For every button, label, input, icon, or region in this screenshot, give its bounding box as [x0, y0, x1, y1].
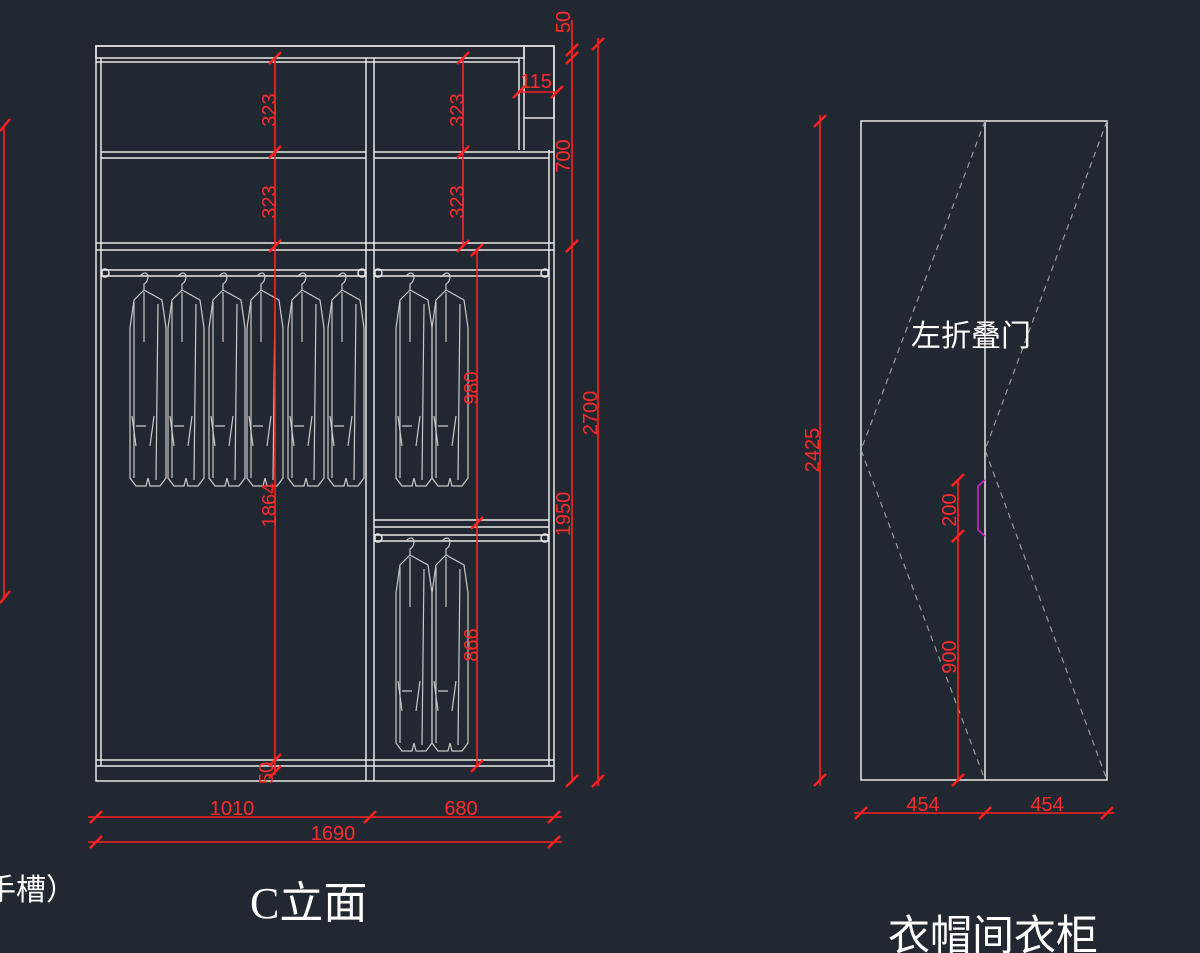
garment — [208, 272, 246, 487]
dim-866: 866 — [461, 628, 483, 661]
dim-700: 700 — [553, 139, 575, 172]
garment — [327, 272, 365, 487]
dim-980: 980 — [461, 371, 483, 404]
elevation-c-title: C立面 — [250, 879, 367, 928]
dim-200: 200 — [939, 493, 961, 526]
cabinet-title: 衣帽间衣柜 — [888, 914, 1098, 953]
dim-680: 680 — [444, 798, 477, 820]
dim-900: 900 — [939, 640, 961, 673]
garment — [395, 272, 433, 487]
dim-323-right-top: 323 — [447, 93, 469, 126]
dim-50-top: 50 — [553, 11, 575, 33]
dim-323-right-mid: 323 — [447, 185, 469, 218]
dim-1864: 1864 — [259, 483, 281, 528]
dim-454-left: 454 — [906, 794, 939, 816]
garment — [246, 272, 284, 487]
door-handle — [977, 479, 986, 537]
left-fragment-caption: 手槽） — [0, 874, 76, 907]
dim-323-left-top: 323 — [259, 93, 281, 126]
c-elevation-wardrobe — [95, 45, 555, 782]
garment — [395, 537, 433, 752]
dim-454-right: 454 — [1030, 794, 1063, 816]
dim-1950: 1950 — [553, 492, 575, 537]
dim-115: 115 — [520, 71, 552, 93]
dim-50-bottom: 50 — [256, 762, 278, 784]
garment — [129, 272, 167, 487]
dim-2425: 2425 — [802, 428, 824, 473]
cabinet-front: 左折叠门 — [860, 120, 1108, 781]
garment — [287, 272, 325, 487]
dim-323-left-mid: 323 — [259, 185, 281, 218]
dim-2700: 2700 — [580, 391, 602, 436]
left-fragment: 手槽） — [0, 118, 76, 907]
garment — [167, 272, 205, 487]
dim-1690: 1690 — [311, 823, 356, 845]
c-elevation-dimensions: 323 323 1864 50 323 323 980 866 115 50 7… — [88, 11, 605, 849]
dim-1010: 1010 — [210, 798, 255, 820]
cabinet-dimensions: 2425 200 900 454 454 — [802, 114, 1114, 820]
door-label: 左折叠门 — [911, 320, 1031, 353]
